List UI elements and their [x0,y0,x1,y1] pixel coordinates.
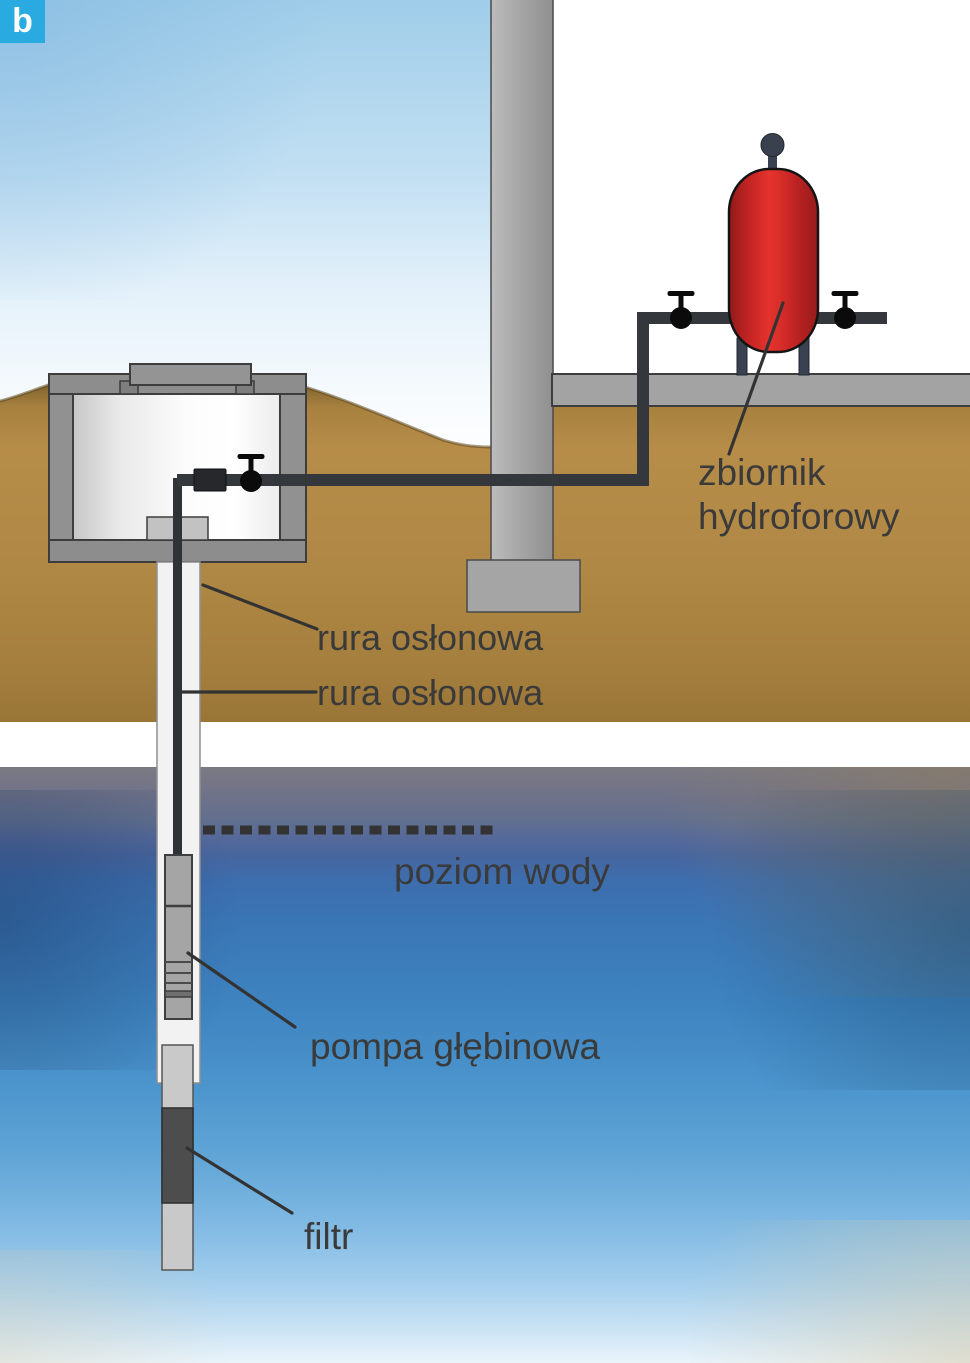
label-hydrophore-tank: zbiornik hydroforowy [698,452,900,537]
label-pump: pompa głębinowa [310,1026,601,1067]
pressure-gauge [760,133,785,174]
leader-filter [185,1146,294,1215]
separator-band [0,722,970,767]
leader-tank [727,301,785,456]
building-floor-slab [551,373,970,407]
leader-pump [186,951,297,1029]
column-footing [466,559,581,613]
leader-casing-upper [201,583,319,631]
house-valve-left [667,291,695,329]
pipe-coupling [193,468,227,492]
leader-lines [178,301,785,1215]
tank-body [727,167,820,354]
chamber-left-wall [48,373,74,563]
label-water-level: poziom wody [394,851,610,892]
label-casing-pipe-lower: rura osłonowa [317,672,544,713]
building-column [490,0,554,563]
drop-pipe [173,478,182,858]
hydrophore-tank [727,133,820,376]
chamber-right-wall [279,373,307,563]
chamber-hatch [129,363,252,386]
label-casing-pipe-upper: rura osłonowa [317,617,544,658]
filter-section [161,1107,194,1204]
label-filter: filtr [304,1216,354,1257]
figure-badge: b [0,0,45,43]
house-valve-right [831,291,859,329]
submersible-pump [164,854,193,1020]
